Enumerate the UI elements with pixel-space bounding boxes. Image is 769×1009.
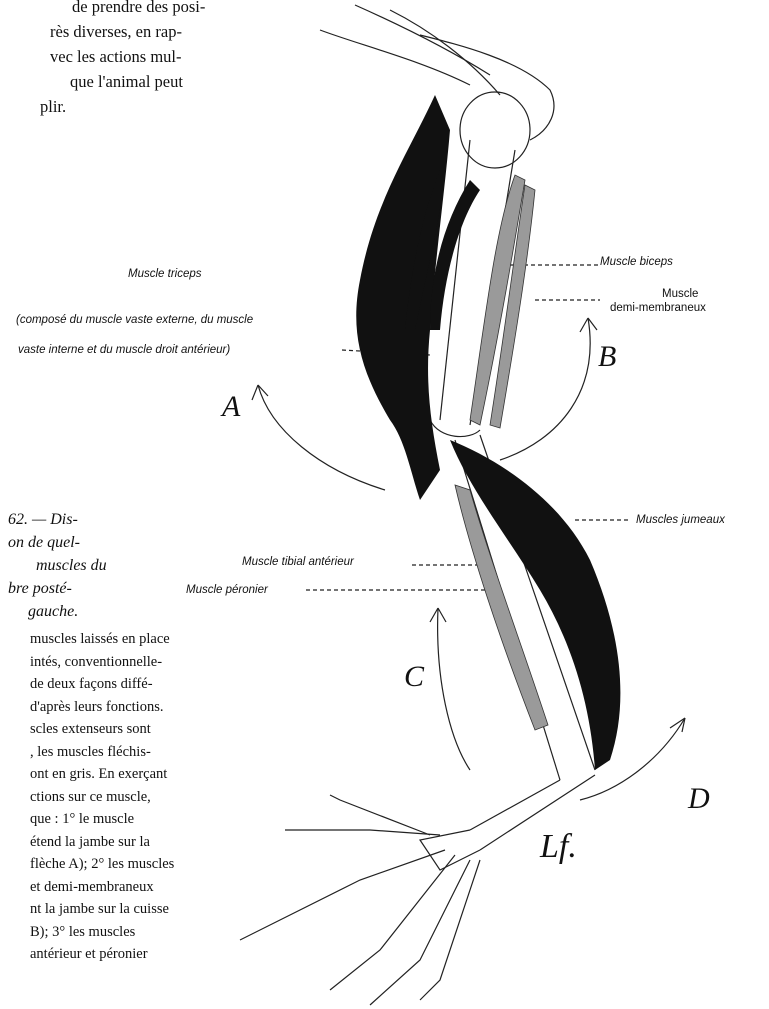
caption-line: de deux façons diffé- xyxy=(30,673,174,696)
caption-line: d'après leurs fonctions. xyxy=(30,696,174,719)
label-triceps-line2: vaste interne et du muscle droit antérie… xyxy=(18,344,230,356)
arrow-letter-d: D xyxy=(688,782,710,816)
caption-line: ont en gris. En exerçant xyxy=(30,763,174,786)
caption-line: 62. — Dis- xyxy=(8,508,107,531)
caption-line: gauche. xyxy=(8,600,107,623)
caption-line: muscles du xyxy=(8,554,107,577)
label-demi-membraneux-2: demi-membraneux xyxy=(610,302,706,314)
top-paragraph: de prendre des posi- rès diverses, en ra… xyxy=(0,0,195,119)
caption-line: muscles laissés en place xyxy=(30,628,174,651)
arrow-letter-b: B xyxy=(598,340,616,374)
figure-caption-body: muscles laissés en place intés, conventi… xyxy=(30,628,174,966)
caption-line: , les muscles fléchis- xyxy=(30,741,174,764)
caption-line: ctions sur ce muscle, xyxy=(30,786,174,809)
caption-line: flèche A); 2° les muscles xyxy=(30,853,174,876)
paragraph-line: vec les actions mul- xyxy=(0,44,195,69)
figure-caption-heading: 62. — Dis- on de quel- muscles du bre po… xyxy=(8,508,107,623)
caption-line: que : 1° le muscle xyxy=(30,808,174,831)
label-triceps-title: Muscle triceps xyxy=(128,268,202,280)
caption-line: scles extenseurs sont xyxy=(30,718,174,741)
caption-line: bre posté- xyxy=(8,577,107,600)
label-jumeaux: Muscles jumeaux xyxy=(636,514,725,526)
caption-line: on de quel- xyxy=(8,531,107,554)
caption-line: nt la jambe sur la cuisse xyxy=(30,898,174,921)
label-biceps: Muscle biceps xyxy=(600,256,673,268)
paragraph-line: plir. xyxy=(0,94,195,119)
artist-signature: Lf. xyxy=(540,828,577,866)
label-triceps-line1: (composé du muscle vaste externe, du mus… xyxy=(16,314,253,326)
label-demi-membraneux-1: Muscle xyxy=(662,288,698,300)
label-peronier: Muscle péronier xyxy=(186,584,268,596)
caption-line: et demi-membraneux xyxy=(30,876,174,899)
paragraph-line: de prendre des posi- xyxy=(0,0,195,19)
arrow-letter-c: C xyxy=(404,660,424,694)
caption-line: antérieur et péronier xyxy=(30,943,174,966)
paragraph-line: rès diverses, en rap- xyxy=(0,19,195,44)
paragraph-line: que l'animal peut xyxy=(0,69,195,94)
arrow-letter-a: A xyxy=(222,390,240,424)
caption-line: intés, conventionnelle- xyxy=(30,651,174,674)
label-tibial: Muscle tibial antérieur xyxy=(242,556,354,568)
caption-line: étend la jambe sur la xyxy=(30,831,174,854)
caption-line: B); 3° les muscles xyxy=(30,921,174,944)
